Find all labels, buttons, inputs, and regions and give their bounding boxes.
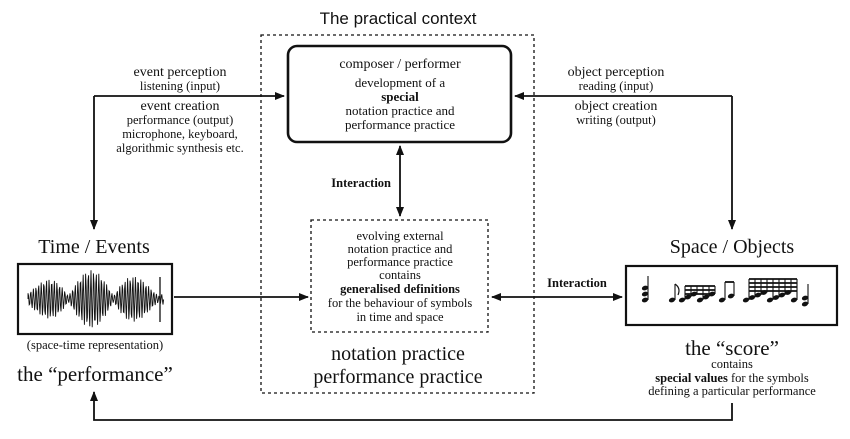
practical-context-box [260,34,535,394]
object-perception: object perception [568,65,665,80]
notation-practice-box [310,219,489,333]
composer-line1: development of a [355,75,445,90]
interaction-horizontal-label: Interaction [547,276,607,290]
diagram-title: The practical context [320,9,477,28]
inner-line6: for the behaviour of symbols [328,296,473,310]
listening-input: listening (input) [140,79,220,93]
performance-label: the “performance” [17,362,173,386]
inner-bold: generalised definitions [340,282,460,296]
score-special-values-line: special values for the symbols [655,371,809,385]
composer-line3: notation practice and [345,103,455,118]
composer-bold: special [381,89,419,104]
score-to-performance-loop [90,391,733,421]
algorithmic-synthesis: algorithmic synthesis etc. [116,141,243,155]
performance-output: performance (output) [127,113,234,127]
inner-line1: evolving external [356,229,444,243]
writing-output: writing (output) [576,113,656,127]
microphone-keyboard: microphone, keyboard, [122,127,238,141]
time-events-heading: Time / Events [38,236,150,258]
composer-heading: composer / performer [339,57,461,72]
space-time-caption: (space-time representation) [27,338,163,352]
composer-line4: performance practice [345,117,455,132]
inner-line4: contains [379,268,421,282]
interaction-vertical-label: Interaction [331,176,391,190]
inner-line3: performance practice [347,255,453,269]
notation-practice-label: notation practice [331,343,465,365]
score-contains: contains [711,357,753,371]
event-creation: event creation [141,99,220,114]
score-defining-line: defining a particular performance [648,384,816,398]
music-notation-icon [641,276,809,307]
score-special-values-rest: for the symbols [728,371,809,385]
space-objects-heading: Space / Objects [670,236,795,258]
performance-practice-label: performance practice [313,366,482,388]
reading-input: reading (input) [579,79,654,93]
waveform-icon [27,270,165,328]
inner-line2: notation practice and [348,242,454,256]
score-label: the “score” [685,336,779,360]
object-creation: object creation [575,99,658,114]
event-perception: event perception [134,65,227,80]
score-special-values: special values [655,371,728,385]
inner-line7: in time and space [356,310,444,324]
composer-performer-box [286,44,513,144]
